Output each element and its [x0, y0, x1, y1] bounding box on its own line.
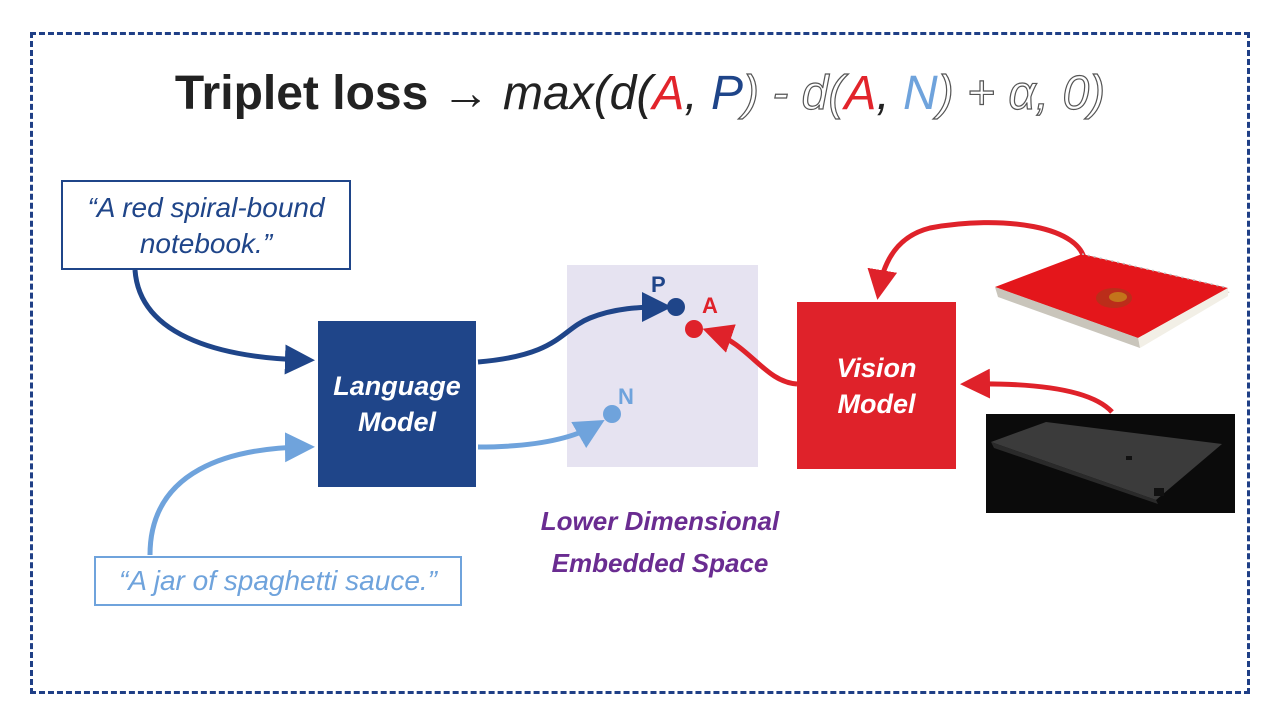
notebook-photo: [995, 253, 1230, 348]
point-n-label: N: [618, 384, 634, 409]
formula-tail: ) + α, 0): [937, 66, 1106, 120]
language-model-block: Language Model: [318, 321, 476, 487]
arrow-caption2-to-language: [147, 432, 315, 556]
point-n: [603, 405, 621, 423]
triplet-loss-formula: max(d(A, P) - d(A, N) + α, 0): [502, 66, 1106, 120]
jar-depth-photo: [986, 414, 1235, 513]
page-title: Triplet loss → max(d(A, P) - d(A, N) + α…: [0, 66, 1280, 121]
arrow-notebook-to-vision: [867, 220, 1088, 300]
formula-positive: P: [711, 67, 744, 120]
point-a: [685, 320, 703, 338]
arrow-language-to-n: [477, 420, 605, 450]
positive-caption: “A red spiral-bound notebook.”: [61, 180, 351, 270]
point-a-label: A: [702, 293, 718, 318]
arrow-caption-to-language: [132, 269, 315, 375]
formula-anchor-2: A: [844, 67, 877, 120]
dashed-frame: [30, 32, 1250, 694]
vision-model-block: Vision Model: [797, 302, 956, 469]
formula-comma-2: ,: [876, 67, 904, 120]
negative-caption: “A jar of spaghetti sauce.”: [94, 556, 462, 606]
formula-anchor-1: A: [652, 67, 685, 120]
formula-fn-open: max(d(: [502, 67, 653, 120]
vision-model-label: Vision Model: [836, 352, 917, 419]
arrow-vision-to-a: [702, 324, 798, 387]
arrow-language-to-p: [477, 292, 672, 365]
point-p-label: P: [651, 272, 666, 297]
language-model-label: Language Model: [333, 371, 461, 437]
formula-comma-1: ,: [684, 67, 711, 120]
formula-negative: N: [903, 67, 938, 120]
point-p: [667, 298, 685, 316]
title-prefix: Triplet loss: [174, 67, 429, 120]
title-arrow: →: [441, 67, 490, 120]
embedding-space-label: Lower Dimensional Embedded Space: [540, 506, 780, 578]
formula-mid: ) - d(: [742, 66, 845, 120]
arrow-jar-to-vision: [960, 368, 1114, 414]
